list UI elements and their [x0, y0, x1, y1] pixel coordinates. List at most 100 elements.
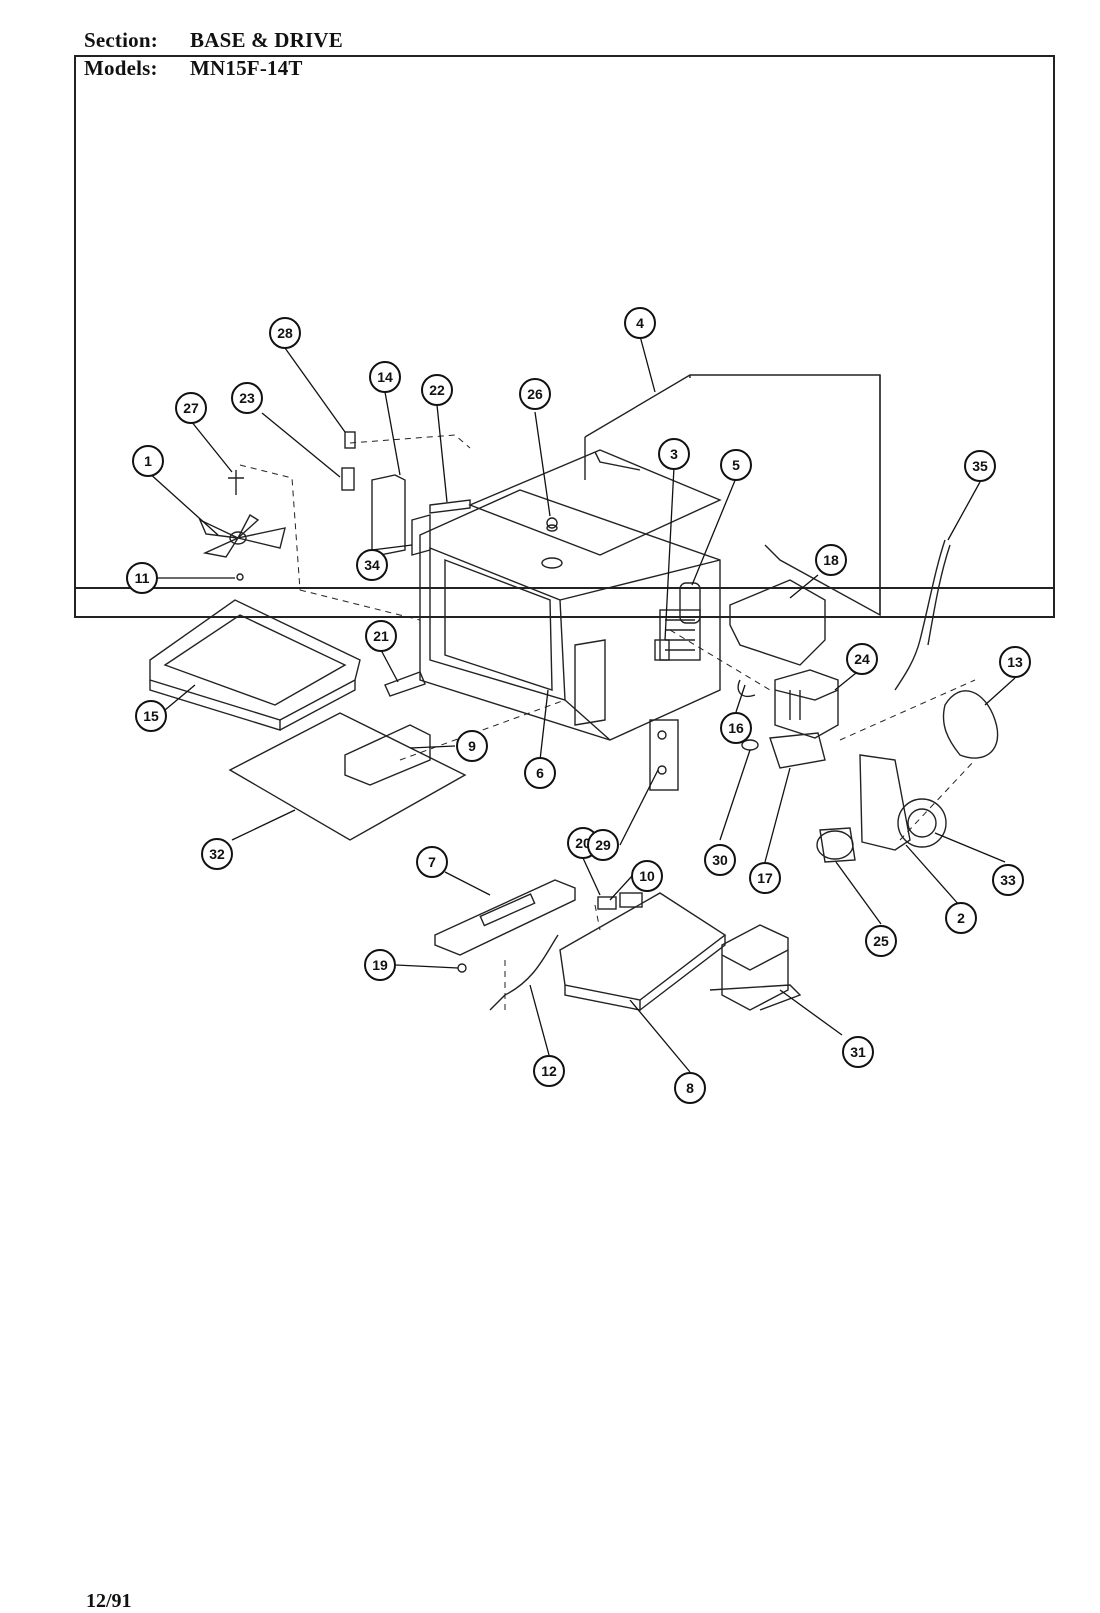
- callout-number: 12: [541, 1063, 557, 1079]
- callout-number: 26: [527, 386, 543, 402]
- callout-11: 11: [126, 562, 158, 594]
- callout-33: 33: [992, 864, 1024, 896]
- callout-3: 3: [658, 438, 690, 470]
- callout-number: 23: [239, 390, 255, 406]
- models-label: Models:: [84, 56, 158, 80]
- callout-circle: [364, 949, 396, 981]
- bolt-part-23: [341, 467, 355, 491]
- section-label: Section:: [84, 28, 158, 52]
- oven-cavity-part: [419, 449, 722, 741]
- callout-circle: [842, 1036, 874, 1068]
- callout-number: 22: [429, 382, 445, 398]
- callout-circle: [720, 449, 752, 481]
- callout-number: 15: [143, 708, 159, 724]
- transformer-part: [709, 924, 802, 1011]
- callout-number: 33: [1000, 872, 1016, 888]
- callout-number: 4: [636, 315, 644, 331]
- blower-housing-part: [942, 690, 999, 759]
- callout-27: 27: [175, 392, 207, 424]
- callout-14: 14: [369, 361, 401, 393]
- section-value: BASE & DRIVE: [190, 28, 343, 52]
- callout-2: 2: [945, 902, 977, 934]
- callout-circle: [456, 730, 488, 762]
- vertical-bracket-part: [371, 474, 406, 556]
- models-heading: Models: MN15F-14T: [84, 56, 303, 81]
- fan-tray-part: [149, 599, 361, 731]
- models-value: MN15F-14T: [190, 56, 303, 80]
- callout-circle: [815, 544, 847, 576]
- callout-number: 8: [686, 1080, 694, 1096]
- exploded-parts-diagram: 1234567891011121314151617181920212223242…: [74, 55, 1055, 1104]
- callout-13: 13: [999, 646, 1031, 678]
- revision-date: 12/91: [86, 1590, 132, 1612]
- callout-number: 14: [377, 369, 393, 385]
- clip-part: [429, 499, 471, 514]
- callout-28: 28: [269, 317, 301, 349]
- callout-circle: [749, 862, 781, 894]
- callout-number: 29: [595, 837, 611, 853]
- callout-22: 22: [421, 374, 453, 406]
- callout-19: 19: [364, 949, 396, 981]
- callout-number: 3: [670, 446, 678, 462]
- callout-number: 1: [144, 453, 152, 469]
- small-bracket-part: [411, 514, 431, 556]
- nut-part-26: [546, 517, 558, 529]
- magnetron-part: [774, 669, 839, 739]
- callout-number: 34: [364, 557, 380, 573]
- callout-circle: [624, 307, 656, 339]
- callout-29: 29: [587, 829, 619, 861]
- callout-number: 19: [372, 957, 388, 973]
- callout-circle: [416, 846, 448, 878]
- callout-number: 27: [183, 400, 199, 416]
- callout-number: 18: [823, 552, 839, 568]
- callout-4: 4: [624, 307, 656, 339]
- fan-blade-part: [198, 514, 286, 558]
- callout-circle: [369, 361, 401, 393]
- leader-lines: [127, 335, 1016, 1073]
- callout-17: 17: [749, 862, 781, 894]
- latch-assembly-part: [649, 719, 679, 791]
- callout-number: 28: [277, 325, 293, 341]
- callout-15: 15: [135, 700, 167, 732]
- callout-10: 10: [631, 860, 663, 892]
- switch-bracket-part: [384, 671, 426, 697]
- motor-base-part: [769, 732, 826, 769]
- callout-26: 26: [519, 378, 551, 410]
- callout-circle: [704, 844, 736, 876]
- harness-part: [894, 539, 946, 691]
- callout-number: 10: [639, 868, 655, 884]
- callout-circle: [533, 1055, 565, 1087]
- callout-number: 32: [209, 846, 225, 862]
- callout-circle: [631, 860, 663, 892]
- callout-circle: [231, 382, 263, 414]
- callout-23: 23: [231, 382, 263, 414]
- callout-number: 30: [712, 852, 728, 868]
- callout-circle: [519, 378, 551, 410]
- page-frame: [74, 55, 1055, 618]
- callout-circle: [365, 620, 397, 652]
- callout-circle: [999, 646, 1031, 678]
- callout-number: 13: [1007, 654, 1023, 670]
- callout-number: 21: [373, 628, 389, 644]
- callout-circle: [945, 902, 977, 934]
- callout-circle: [964, 450, 996, 482]
- outer-cabinet-part: [584, 374, 881, 617]
- callout-circle: [674, 1072, 706, 1104]
- callout-circle: [421, 374, 453, 406]
- callout-layer: 1234567891011121314151617181920212223242…: [126, 307, 1031, 1104]
- duct-cover-part: [729, 579, 826, 666]
- section-heading: Section: BASE & DRIVE: [84, 28, 343, 53]
- callout-5: 5: [720, 449, 752, 481]
- bracket-part-20: [597, 896, 617, 910]
- callout-number: 31: [850, 1044, 866, 1060]
- callout-21: 21: [365, 620, 397, 652]
- callout-circle: [269, 317, 301, 349]
- switch-part: [654, 639, 670, 661]
- callout-9: 9: [456, 730, 488, 762]
- blower-motor-part: [816, 827, 856, 863]
- callout-number: 9: [468, 738, 476, 754]
- callout-8: 8: [674, 1072, 706, 1104]
- callout-25: 25: [865, 925, 897, 957]
- callout-6: 6: [524, 757, 556, 789]
- callout-circle: [658, 438, 690, 470]
